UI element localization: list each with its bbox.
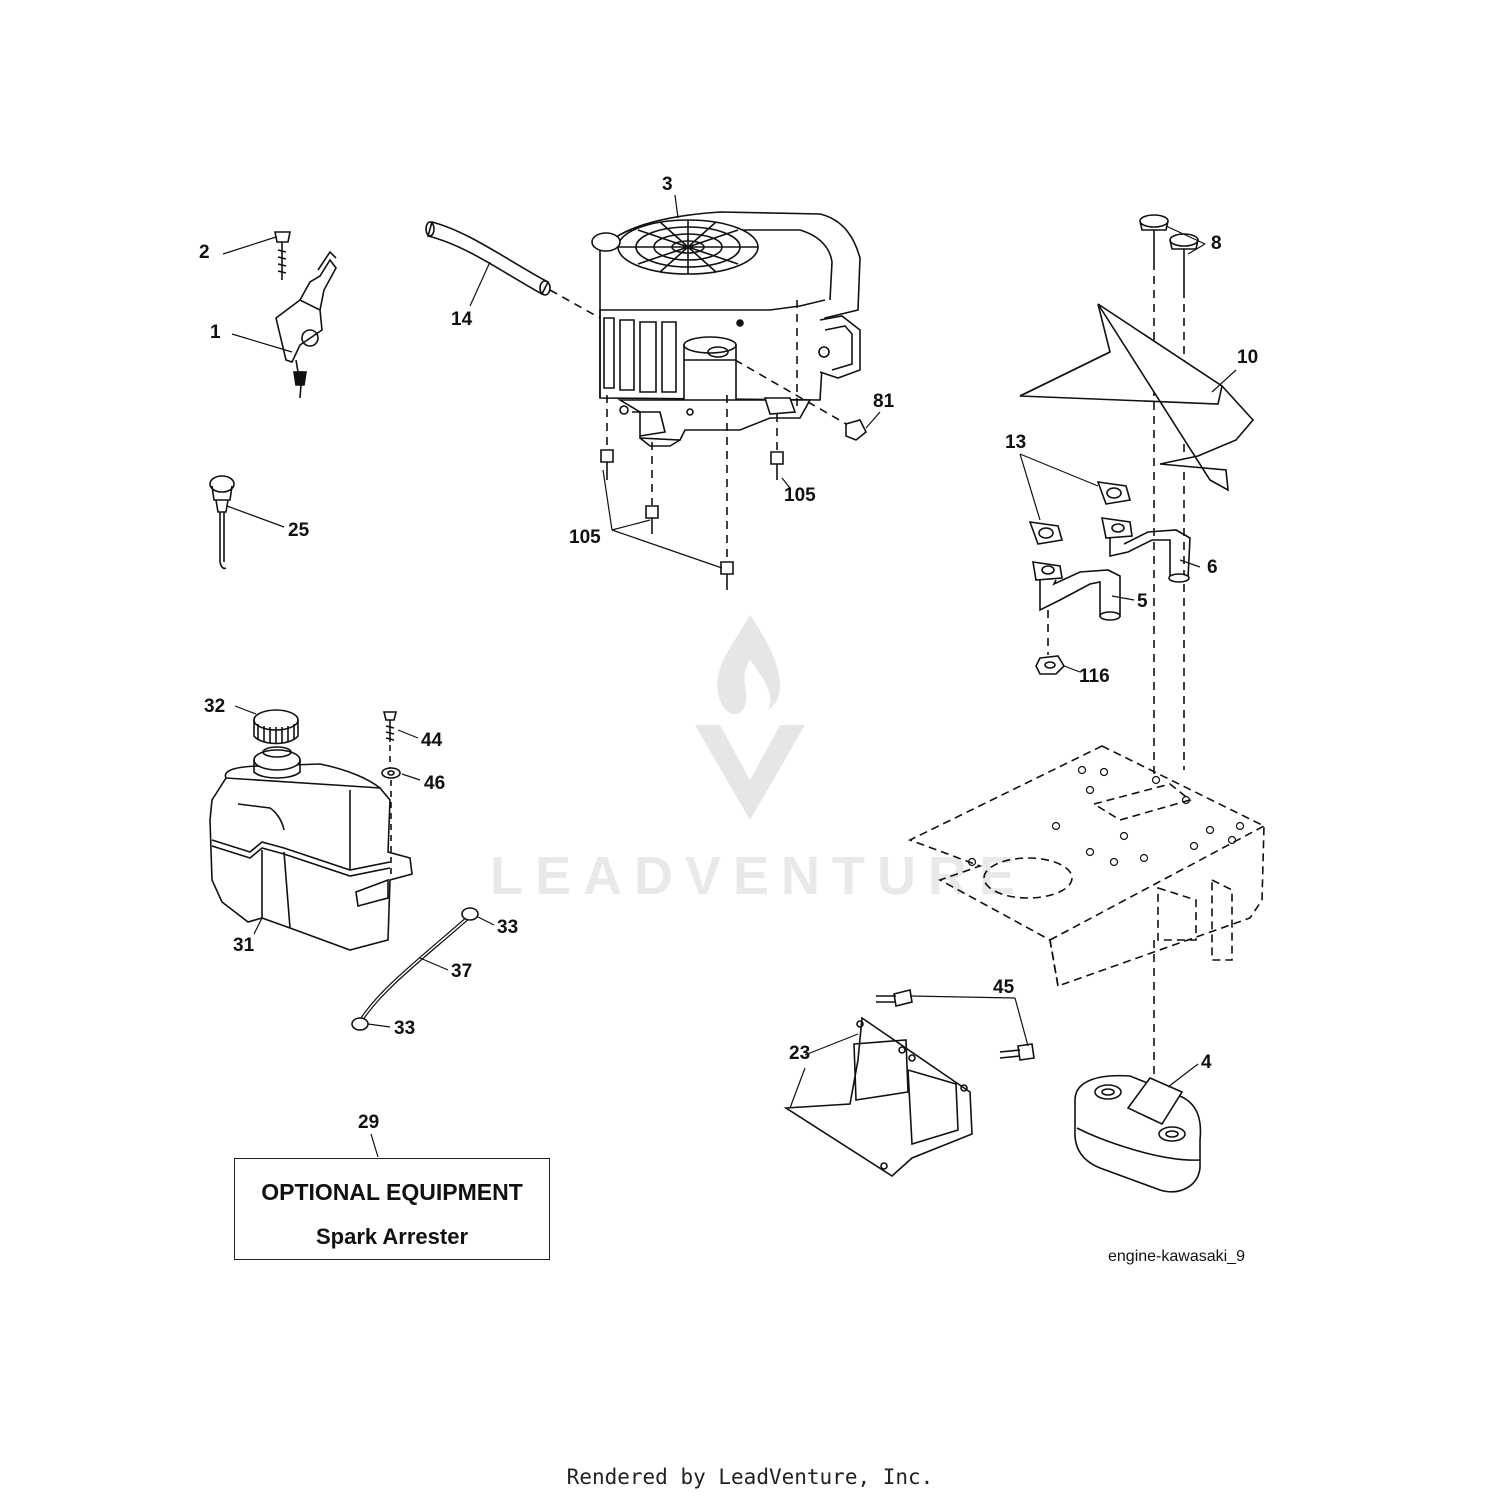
heat-shield-part-10 bbox=[1020, 304, 1253, 490]
optional-equipment-title: OPTIONAL EQUIPMENT bbox=[261, 1179, 523, 1205]
bolt-part-105 bbox=[601, 450, 783, 590]
footer-credit: Rendered by LeadVenture, Inc. bbox=[566, 1465, 934, 1489]
callout-3: 3 bbox=[662, 174, 673, 195]
callout-6: 6 bbox=[1207, 557, 1218, 578]
screw-part-2 bbox=[275, 232, 290, 280]
exhaust-pipe-part-6 bbox=[1102, 518, 1190, 582]
callout-46: 46 bbox=[424, 773, 446, 794]
bolt-part-45 bbox=[876, 990, 1034, 1060]
callout-14: 14 bbox=[451, 309, 473, 330]
fuel-cap-part-32 bbox=[254, 710, 298, 744]
callout-45: 45 bbox=[993, 977, 1015, 998]
callout-31: 31 bbox=[233, 935, 255, 956]
callout-33-lower: 33 bbox=[394, 1018, 416, 1039]
washer-part-46 bbox=[382, 768, 400, 778]
guard-plate-part-23 bbox=[786, 1018, 972, 1176]
callout-1: 1 bbox=[210, 322, 221, 343]
engine-part-3 bbox=[592, 212, 860, 446]
callout-13: 13 bbox=[1005, 432, 1027, 453]
callout-33-upper: 33 bbox=[497, 917, 519, 938]
hose-clamp-part-33 bbox=[352, 908, 478, 1030]
callout-105-right: 105 bbox=[784, 485, 816, 506]
nut-part-81 bbox=[846, 420, 866, 440]
throttle-control-part-1 bbox=[276, 252, 336, 398]
callout-23: 23 bbox=[789, 1043, 811, 1064]
optional-equipment-box: OPTIONAL EQUIPMENT Spark Arrester bbox=[234, 1158, 550, 1260]
callout-116: 116 bbox=[1079, 666, 1110, 687]
callout-44: 44 bbox=[421, 730, 443, 751]
leader-lines bbox=[223, 195, 1236, 1157]
callout-2: 2 bbox=[199, 242, 210, 263]
bolt-part-8 bbox=[1140, 215, 1198, 290]
frame-holes bbox=[969, 767, 1244, 866]
callout-105-left: 105 bbox=[569, 527, 601, 548]
nut-part-116 bbox=[1036, 656, 1064, 674]
optional-equipment-item: Spark Arrester bbox=[315, 1224, 469, 1249]
watermark-text: LEADVENTURE bbox=[490, 846, 1028, 906]
frame-dashed bbox=[910, 746, 1264, 986]
callout-29: 29 bbox=[358, 1112, 380, 1133]
callout-37: 37 bbox=[451, 961, 473, 982]
watermark-logo-icon bbox=[695, 615, 805, 820]
muffler-part-4 bbox=[1075, 1076, 1201, 1192]
screw-part-44 bbox=[384, 712, 396, 742]
callout-32: 32 bbox=[204, 696, 226, 717]
choke-cable-part-25 bbox=[210, 476, 234, 568]
fuel-line-part-37 bbox=[360, 916, 470, 1022]
exhaust-pipe-part-5 bbox=[1033, 562, 1120, 620]
fuel-tank-part-31 bbox=[210, 747, 412, 950]
gasket-part-13 bbox=[1030, 482, 1130, 544]
callout-10: 10 bbox=[1237, 347, 1259, 368]
callout-81: 81 bbox=[873, 391, 895, 412]
callout-25: 25 bbox=[288, 520, 310, 541]
breather-hose-part-14 bbox=[426, 222, 550, 295]
drawing-id: engine-kawasaki_9 bbox=[1108, 1248, 1245, 1265]
callout-5: 5 bbox=[1137, 591, 1148, 612]
callout-8: 8 bbox=[1211, 233, 1222, 254]
callout-4: 4 bbox=[1201, 1052, 1212, 1073]
